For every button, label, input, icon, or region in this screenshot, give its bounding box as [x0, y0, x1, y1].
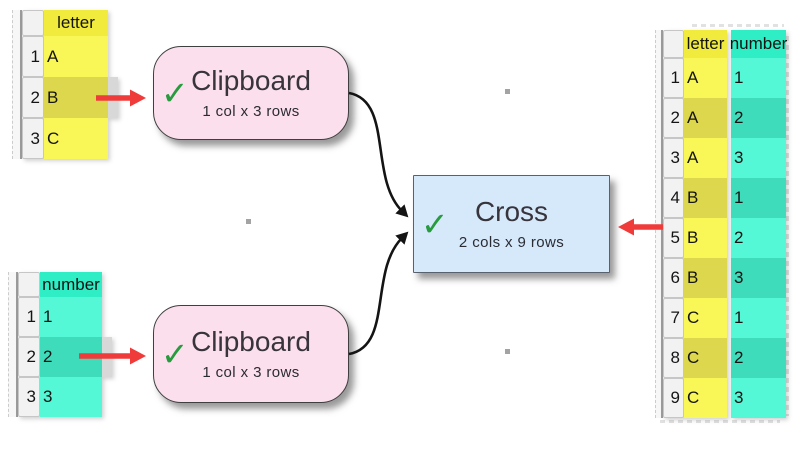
row-number-cell: 2: [22, 77, 44, 118]
node-clipboard-2[interactable]: ✓ Clipboard 1 col x 3 rows: [153, 305, 349, 403]
row-number-cell: 3: [663, 138, 684, 178]
row-number-cell: 5: [663, 218, 684, 258]
row-number-cell: 2: [663, 98, 684, 138]
status-ok-icon: ✓: [421, 205, 449, 243]
table-cell: C: [684, 378, 727, 418]
node-title: Clipboard: [191, 65, 311, 96]
row-tail: [108, 77, 118, 118]
row-tail: [102, 377, 112, 417]
grid-dot: [505, 89, 510, 94]
row-number-cell: 1: [18, 297, 40, 337]
table-cell: C: [44, 118, 108, 159]
table-cell: 2: [731, 338, 786, 378]
row-number-cell: 1: [663, 58, 684, 98]
torn-edge: [660, 420, 780, 423]
table-cell: A: [684, 58, 727, 98]
row-tail: [108, 118, 118, 159]
row-number-cell: 3: [22, 118, 44, 159]
table-cell: 2: [40, 337, 102, 377]
row-number-cell: 4: [663, 178, 684, 218]
row-number-cell: 7: [663, 298, 684, 338]
column-header: number: [730, 30, 787, 58]
table-corner-cell: [22, 10, 44, 36]
table-cell: 1: [731, 178, 786, 218]
table-cell: 3: [731, 378, 786, 418]
row-number-cell: 6: [663, 258, 684, 298]
row-number-cell: 8: [663, 338, 684, 378]
table-cell: A: [684, 138, 727, 178]
table-header-row: letter: [22, 10, 118, 36]
table-cell: A: [684, 98, 727, 138]
row-number-cell: 2: [18, 337, 40, 377]
column-header: letter: [684, 30, 727, 58]
row-tail: [102, 337, 112, 377]
table-edge-strip: [8, 272, 18, 417]
row-tail: [102, 272, 112, 297]
column-header: number: [40, 272, 102, 297]
table-cell: C: [684, 338, 727, 378]
table-header-row: number: [18, 272, 112, 297]
row-number-cell: 1: [22, 36, 44, 77]
torn-edge: [692, 24, 784, 27]
node-clipboard-1[interactable]: ✓ Clipboard 1 col x 3 rows: [153, 46, 349, 140]
node-subtitle: 1 col x 3 rows: [202, 364, 300, 381]
table-cell: 1: [731, 58, 786, 98]
table-cell: 1: [731, 298, 786, 338]
status-ok-icon: ✓: [161, 74, 189, 112]
connector-clipboard1-to-cross[interactable]: [348, 91, 409, 218]
row-tail: [108, 36, 118, 77]
table-cell: C: [684, 298, 727, 338]
row-number-cell: 9: [663, 378, 684, 418]
torn-edge: [786, 36, 789, 416]
grid-dot: [505, 349, 510, 354]
status-ok-icon: ✓: [161, 335, 189, 373]
grid-dot: [246, 219, 251, 224]
table-edge-strip: [655, 30, 663, 418]
node-subtitle: 2 cols x 9 rows: [458, 234, 565, 251]
table-cell: A: [44, 36, 108, 77]
node-title: Cross: [474, 196, 549, 227]
table-corner-cell: [663, 30, 684, 58]
table-cell: 2: [731, 98, 786, 138]
table-cell: B: [684, 178, 727, 218]
table-cell: B: [684, 258, 727, 298]
connector-clipboard2-to-cross[interactable]: [348, 231, 409, 356]
table-edge-strip: [12, 10, 22, 159]
table-cell: 3: [731, 138, 786, 178]
table-cell: 3: [40, 377, 102, 417]
node-title: Clipboard: [191, 326, 311, 357]
table-cell: 3: [731, 258, 786, 298]
node-subtitle: 1 col x 3 rows: [202, 103, 300, 120]
table-corner-cell: [18, 272, 40, 297]
table-cell: 1: [40, 297, 102, 337]
table-cell: B: [44, 77, 108, 118]
row-tail: [108, 10, 118, 36]
row-number-cell: 3: [18, 377, 40, 417]
node-cross[interactable]: ✓ Cross 2 cols x 9 rows: [413, 175, 610, 273]
row-tail: [102, 297, 112, 337]
table-cell: B: [684, 218, 727, 258]
table-cell: 2: [731, 218, 786, 258]
column-header: letter: [44, 10, 108, 36]
